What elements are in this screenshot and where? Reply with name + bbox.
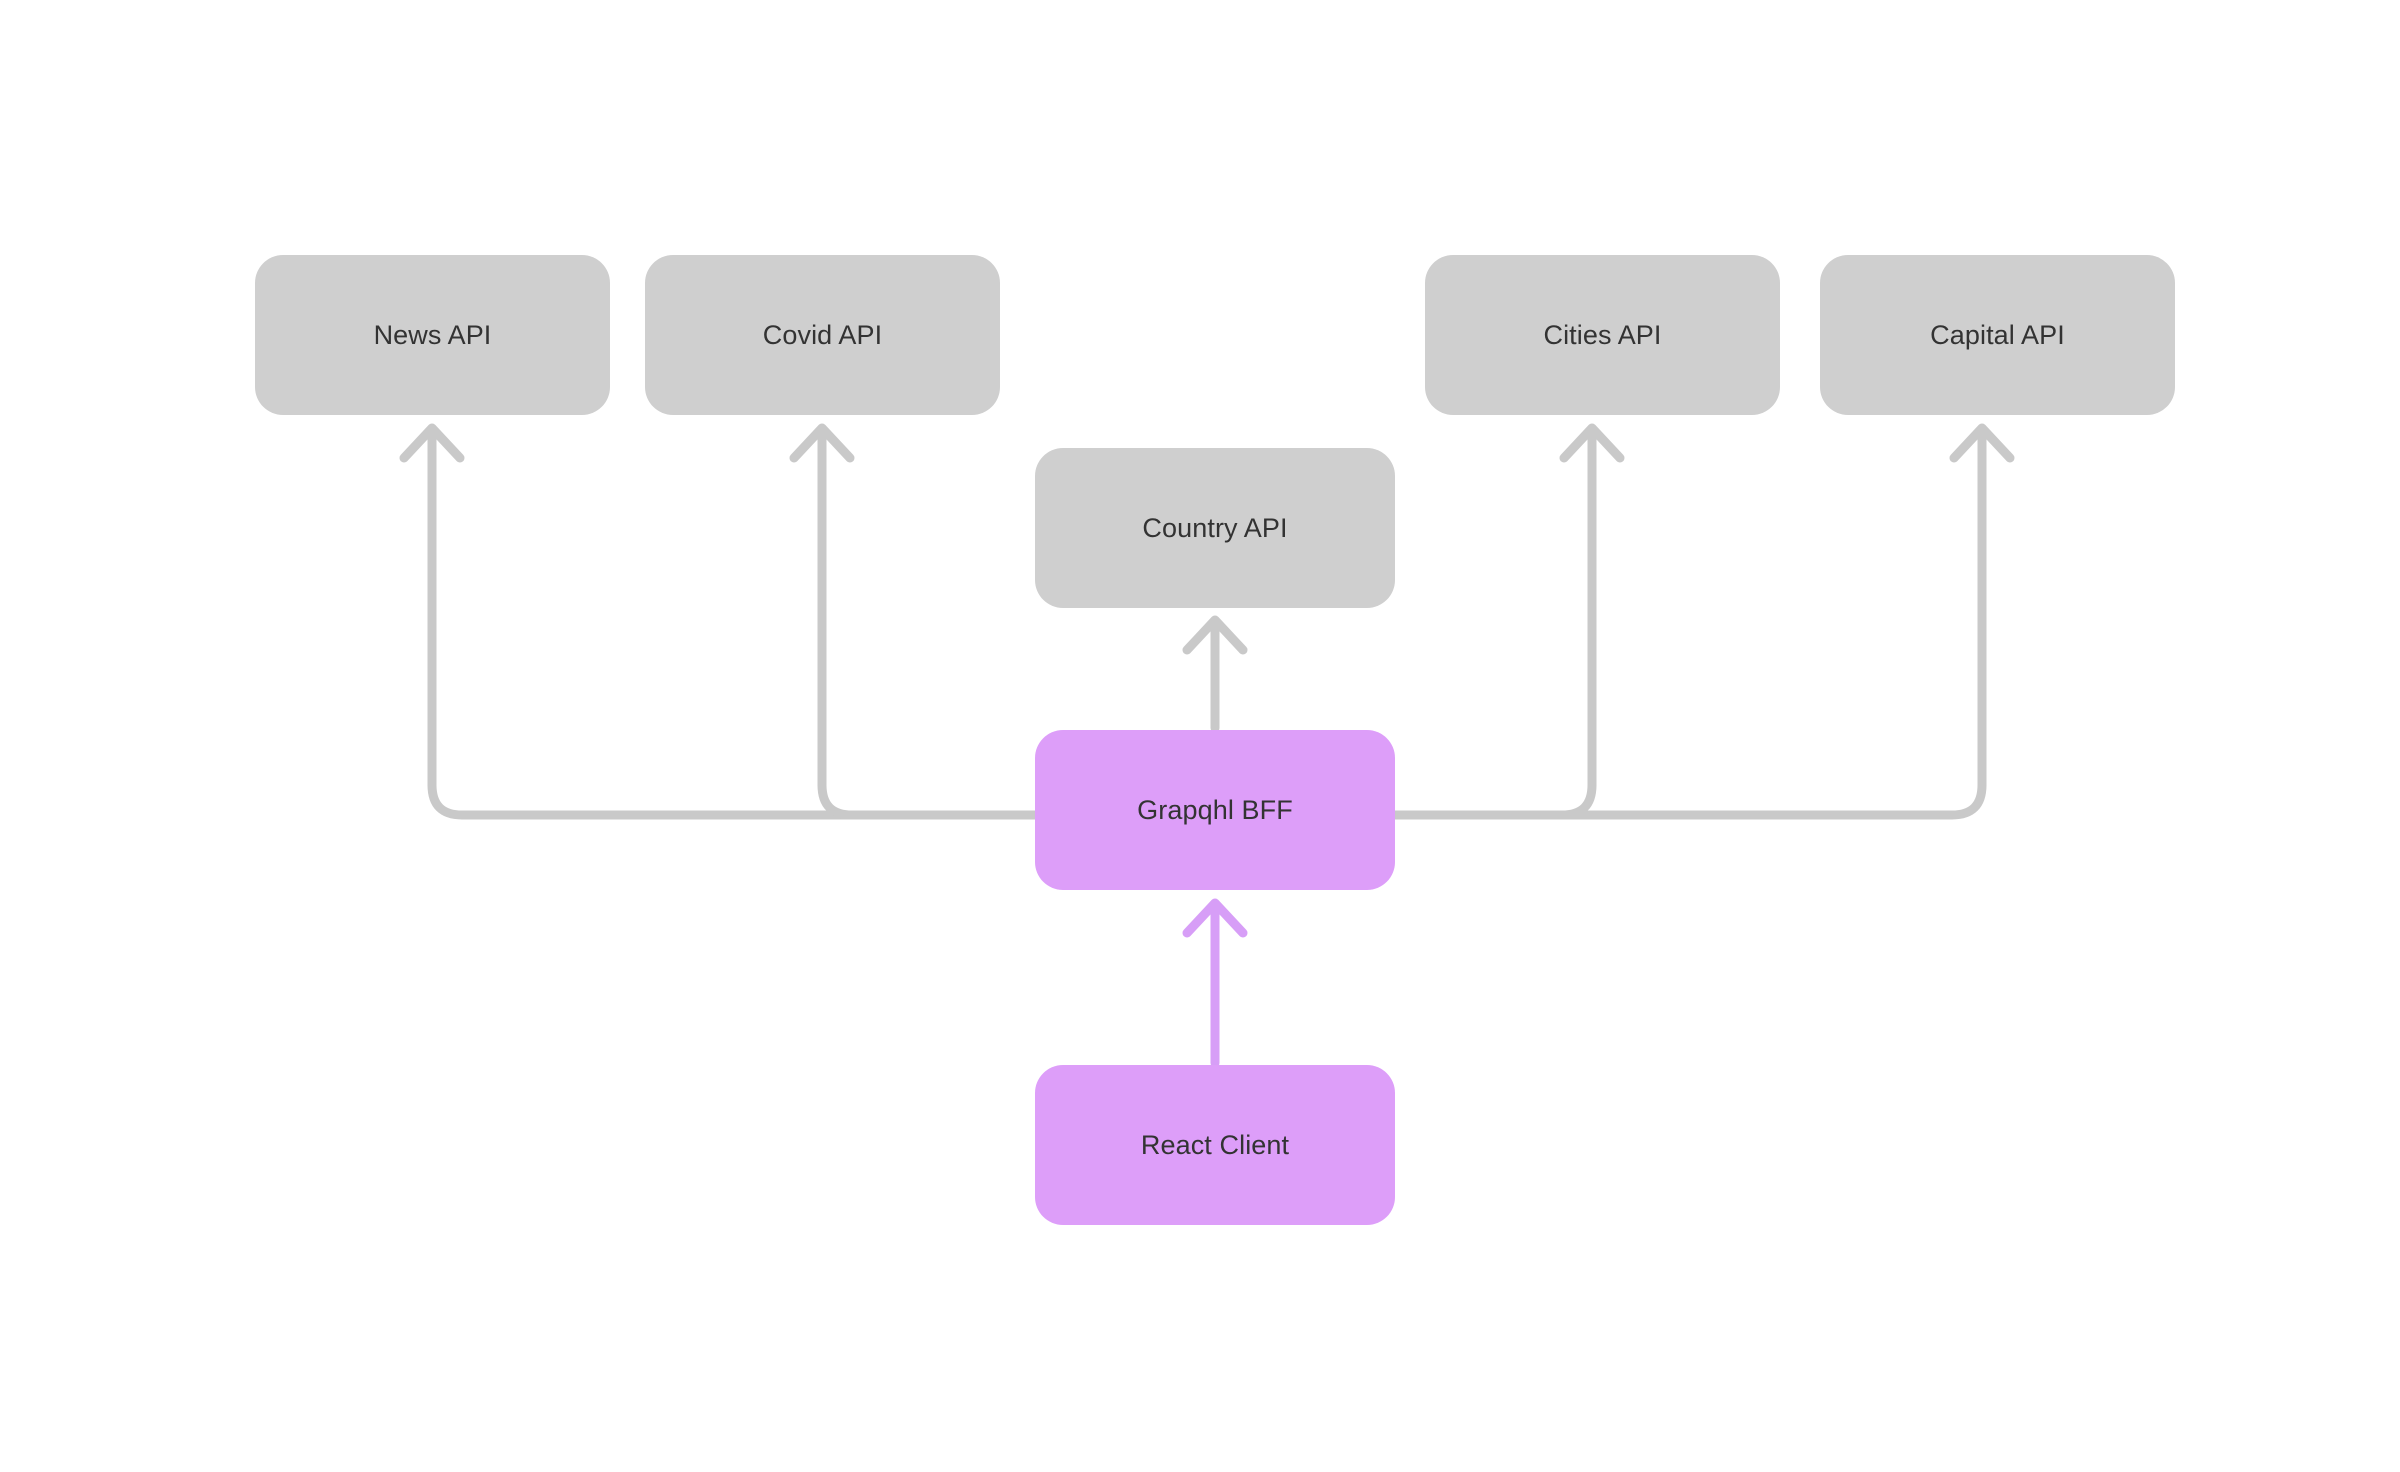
edge-bff-to-cities-arrowhead [1559, 423, 1625, 463]
node-graphql-bff[interactable]: Grapqhl BFF [1035, 730, 1395, 890]
edge-bff-to-country-arrowhead [1182, 615, 1248, 655]
node-cities-api[interactable]: Cities API [1425, 255, 1780, 415]
node-news-api[interactable]: News API [255, 255, 610, 415]
edge-bff-to-news-arrowhead [399, 423, 465, 463]
node-country-api-label: Country API [1142, 512, 1288, 543]
node-cities-api-label: Cities API [1543, 319, 1662, 350]
edge-client-to-bff-arrowhead [1182, 898, 1248, 938]
node-country-api[interactable]: Country API [1035, 448, 1395, 608]
node-capital-api-label: Capital API [1930, 319, 2065, 350]
node-react-client[interactable]: React Client [1035, 1065, 1395, 1225]
node-graphql-bff-label: Grapqhl BFF [1137, 794, 1293, 825]
node-covid-api-label: Covid API [762, 319, 883, 350]
node-capital-api[interactable]: Capital API [1820, 255, 2175, 415]
node-covid-api[interactable]: Covid API [645, 255, 1000, 415]
edge-bff-to-covid [817, 425, 1040, 820]
edge-bff-to-cities [1390, 425, 1597, 820]
edge-bff-to-capital [1390, 425, 1987, 820]
edge-bff-to-capital-arrowhead [1949, 423, 2015, 463]
node-react-client-label: React Client [1140, 1129, 1290, 1160]
node-news-api-label: News API [373, 319, 492, 350]
edge-bff-to-news [427, 425, 1040, 820]
edge-bff-to-covid-arrowhead [789, 423, 855, 463]
